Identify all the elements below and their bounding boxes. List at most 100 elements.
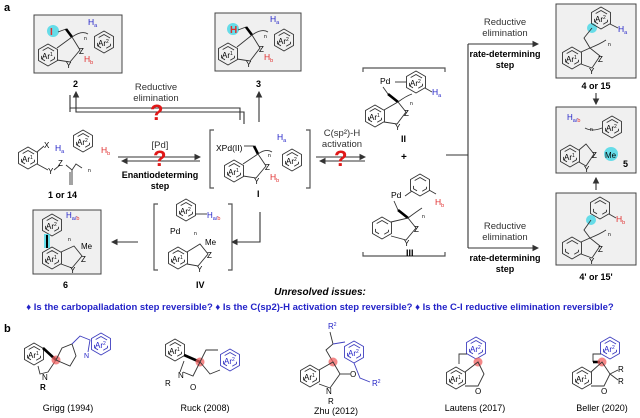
intermediate-IV-label: IV	[196, 280, 205, 290]
z-atom: Z	[592, 151, 597, 160]
intermediate-II-label: II	[401, 134, 406, 144]
iodine-atom: I	[50, 27, 53, 38]
ha-label: Ha	[432, 87, 442, 99]
ha-label: Ha	[55, 143, 65, 155]
enantiodetermining-line1: Enantiodeterming	[122, 170, 199, 180]
example-name: Grigg (1994)	[43, 403, 94, 413]
question-mark-carbopalladation: ?	[153, 146, 166, 171]
n-atom: N	[42, 373, 48, 382]
ar2-label: Ar2	[286, 157, 297, 166]
example-name: Beller (2020)	[576, 403, 628, 413]
hb-label: Hb	[101, 145, 110, 157]
intermediate-I-label: I	[257, 189, 260, 199]
hab-label: Ha/b	[567, 113, 580, 124]
ar1-label: Ar1	[228, 168, 239, 177]
bracket-bottom	[362, 252, 446, 257]
z-atom: Z	[404, 109, 409, 118]
compound-2-label: 2	[73, 79, 78, 89]
compound-2: I Ar1 Z Y n Ar2 Ha Hb 2	[33, 14, 123, 89]
y-atom: Y	[395, 123, 401, 132]
hb-label: Hb	[435, 197, 444, 209]
methyl-label: Me	[205, 238, 217, 247]
z-atom: Z	[598, 55, 603, 64]
y-atom: Y	[584, 165, 590, 174]
enantiodetermining-line2: step	[151, 181, 170, 191]
hydrogen-highlight	[227, 23, 239, 35]
re-top-line1: Reductive	[135, 82, 177, 93]
pd-label: Pd	[380, 76, 391, 86]
r-group: R	[40, 383, 46, 392]
example-lautens: Ar2 Ar1 O Lautens (2017)	[445, 336, 505, 413]
hb-label: Hb	[616, 214, 625, 226]
start-material-label: 1 or 14	[48, 190, 77, 200]
ar1-label: Ar1	[28, 351, 39, 360]
intermediate-III: Pd Z Y n Hb III	[372, 173, 444, 258]
o-atom: O	[475, 387, 481, 396]
ar1-label: Ar1	[172, 255, 183, 264]
ha-label: Ha	[88, 17, 98, 29]
ar2-label: Ar2	[46, 222, 57, 231]
unresolved-issues-list: ♦ Is the carbopalladation step reversibl…	[26, 302, 614, 313]
ar2-label: Ar2	[348, 349, 359, 358]
r2-bottom: R2	[372, 379, 381, 388]
rds-lower-line2: step	[496, 264, 515, 274]
ar1-label: Ar1	[42, 52, 53, 61]
example-beller: Ar2 Ar1 O R R Beller (2020)	[572, 336, 628, 413]
y-atom: Y	[404, 239, 410, 248]
n-index: n	[264, 34, 267, 40]
compound-5-label: 5	[623, 159, 628, 169]
ar2-label: Ar2	[278, 37, 289, 46]
rds-upper-line1: rate-determining	[469, 49, 540, 59]
compound-3-label: 3	[256, 79, 261, 89]
example-ruck: Ar1 N R O Ar2 Ruck (2008)	[165, 338, 240, 413]
ar2-label: Ar2	[470, 345, 481, 354]
n-index: n	[88, 168, 91, 174]
y-atom: Y	[197, 265, 203, 274]
ar2-label: Ar2	[410, 79, 421, 88]
hab-label: Ha/b	[207, 211, 220, 222]
y-atom: Y	[48, 167, 54, 176]
ar1-label: Ar1	[169, 347, 180, 356]
y-atom: Y	[246, 60, 252, 69]
panel-a-label: a	[4, 2, 11, 14]
o-atom: O	[190, 383, 196, 392]
intermediate-III-label: III	[406, 248, 414, 258]
pd-label: Pd	[391, 190, 402, 200]
iodine-highlight	[47, 25, 59, 37]
carbopalladation-equilibrium	[118, 153, 202, 165]
r2-top: R2	[328, 322, 337, 331]
n-index: n	[194, 231, 197, 237]
panel-b-label: b	[4, 323, 11, 335]
hb-label: Hb	[84, 54, 93, 66]
example-zhu: R2 Ar2 R2 Ar1 O N R Zhu (2012)	[300, 322, 381, 416]
rds-lower-line1: rate-determining	[469, 253, 540, 263]
arrow-I-to-IV	[230, 212, 261, 246]
example-grigg: Ar1 N R N Ar2 Grigg (1994)	[24, 332, 111, 413]
ar2-label: Ar2	[180, 207, 191, 216]
n-index: n	[68, 237, 71, 243]
intermediate-I: XPd(II) Ar1 Z Y n Ar2 Ha Hb I	[209, 129, 311, 199]
bracket-top	[362, 67, 446, 72]
pd-catalyst-label: [Pd]	[152, 140, 169, 151]
ar2-label: Ar2	[606, 124, 617, 133]
ha-label: Ha	[277, 132, 287, 144]
ar1-label: Ar1	[222, 51, 233, 60]
ar1-label: Ar1	[46, 255, 57, 264]
o-atom: O	[350, 370, 356, 379]
re-top-line2: elimination	[133, 93, 178, 104]
compound-5: Ha/b Ar2 Me n Ar1 Z Y 5	[555, 106, 637, 174]
y-atom: Y	[254, 177, 260, 186]
hydrogen-atom: H	[230, 25, 237, 36]
methyl-highlight	[604, 147, 618, 161]
plus-sign: +	[401, 152, 407, 163]
r-group: R	[165, 379, 171, 388]
question-mark-ch-activation: ?	[334, 146, 347, 171]
z-atom: Z	[259, 45, 264, 54]
r-group: R	[618, 365, 624, 374]
intermediate-IV: Ar2 Ha/b Pd n Me Ar1 Z Y IV	[153, 198, 233, 290]
re-lower-line2: elimination	[482, 232, 527, 243]
compound-4-label: 4 or 15	[581, 81, 610, 91]
n-atom: N	[178, 371, 184, 380]
y-atom: Y	[66, 61, 72, 70]
